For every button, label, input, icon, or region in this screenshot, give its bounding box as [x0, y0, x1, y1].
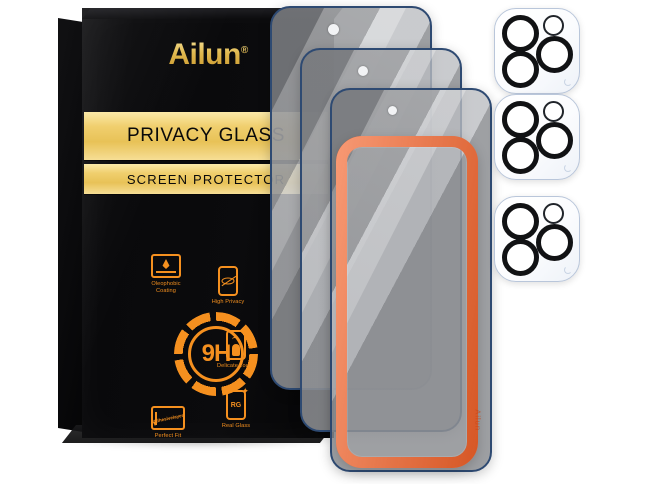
hardness-badge-9h: 9H: [174, 312, 258, 396]
feature-label-line1: High Privacy: [211, 299, 245, 305]
lens-ring-2: [502, 51, 539, 88]
lens-ring-3: [536, 36, 573, 73]
sparkle-icon: ✦: [241, 386, 249, 396]
lens-protector-3: [494, 196, 580, 282]
feature-label: Perfect Fit: [136, 433, 200, 440]
flash-cutout-icon: [543, 203, 564, 224]
frame-brand-emboss: Ailun: [474, 409, 483, 431]
feature-label: Real Glass: [204, 423, 268, 430]
camera-cutout-icon: [358, 66, 368, 76]
lens-ring-3: [536, 122, 573, 159]
droplet-shape: [162, 259, 170, 269]
feature-label: High Privacy: [196, 299, 260, 306]
hardness-badge-text: 9H: [188, 326, 244, 382]
feature-high-privacy: High Privacy: [196, 266, 260, 306]
feature-label: Oleophobic Coating: [134, 281, 198, 295]
camera-cutout-icon: [388, 106, 397, 115]
flash-cutout-icon: [543, 15, 564, 36]
feature-perfect-fit: Adhesive layer Perfect Fit: [136, 406, 200, 440]
lens-ring-1: [502, 15, 539, 52]
adhesive-layer-icon: Adhesive layer: [151, 406, 185, 430]
feature-real-glass: RG ✦ Real Glass: [204, 386, 268, 430]
adhesive-line2: layer: [172, 412, 184, 420]
feature-label-line2: Coating: [156, 288, 176, 294]
lens-protector-1: [494, 8, 580, 94]
droplet-baseline: [156, 271, 176, 273]
feature-label-line1: Real Glass: [221, 423, 251, 429]
lens-ring-2: [502, 239, 539, 276]
crossed-eye-icon: [218, 266, 238, 296]
brand-logo-text: Ailun: [168, 38, 241, 71]
lens-ring-2: [502, 137, 539, 174]
rg-badge-icon: RG ✦: [226, 386, 249, 420]
adhesive-layer-text: Adhesive layer: [151, 405, 185, 431]
feature-oleophobic-coating: Oleophobic Coating: [134, 254, 198, 295]
lens-ring-1: [502, 203, 539, 240]
headline-text: PRIVACY GLASS: [126, 125, 286, 146]
corner-arc-icon: [564, 266, 572, 274]
lens-ring-1: [502, 101, 539, 138]
lens-protector-2: [494, 94, 580, 180]
droplet-icon: [151, 254, 181, 278]
adhesive-arrow: [153, 412, 157, 426]
box-left-side-panel: [58, 18, 84, 433]
feature-label-line1: Oleophobic: [151, 281, 181, 287]
camera-cutout-icon: [328, 24, 339, 35]
corner-arc-icon: [564, 164, 572, 172]
adhesive-line1: Adhesive: [152, 414, 174, 424]
subhead-text: SCREEN PROTECTOR: [126, 171, 286, 187]
eye-shape: [221, 277, 235, 285]
trademark-symbol: ®: [240, 45, 248, 56]
flash-cutout-icon: [543, 101, 564, 122]
lens-ring-3: [536, 224, 573, 261]
feature-label-line1: Perfect Fit: [154, 433, 182, 439]
alignment-frame: Ailun: [336, 136, 483, 468]
rg-badge-text: RG: [230, 401, 242, 409]
corner-arc-icon: [564, 78, 572, 86]
